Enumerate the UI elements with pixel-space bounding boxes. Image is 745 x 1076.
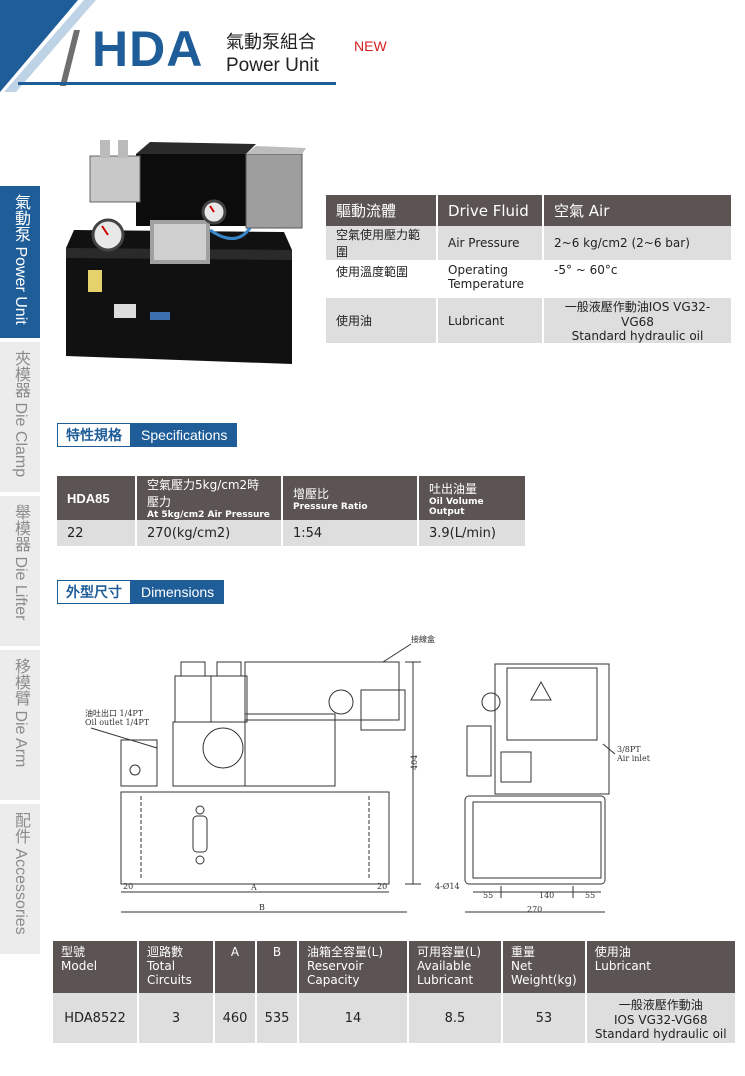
left-margin-dim: 20 <box>123 882 133 891</box>
product-photo <box>66 140 306 364</box>
model-cell: HDA8522 <box>53 993 139 1043</box>
side-dim-140: 140 <box>539 891 554 900</box>
model-cell: 535 <box>256 993 299 1043</box>
drive-fluid-table: 驅動流體 Drive Fluid 空氣 Air 空氣使用壓力範圍 Air Pre… <box>326 195 733 343</box>
spec-header-model: HDA85 <box>57 476 137 520</box>
dimension-drawing: 接線盒 油吐出口 1/4PT Oil outlet 1/4PT 404 20 A… <box>85 634 651 914</box>
fluid-row-value: -5° ~ 60°c <box>543 260 733 298</box>
air-inlet-label: Air inlet <box>616 754 651 763</box>
fluid-row-value: 2~6 kg/cm2 (2~6 bar) <box>543 226 733 260</box>
header-underline <box>18 82 336 85</box>
model-cell: 3 <box>138 993 215 1043</box>
dimensions-heading: 外型尺寸 Dimensions <box>57 580 225 604</box>
side-tab-die-lifter[interactable]: 舉模器 Die Lifter <box>0 496 40 646</box>
side-tab-die-clamp[interactable]: 夾模器 Die Clamp <box>0 342 40 492</box>
model-cell: 8.5 <box>408 993 503 1043</box>
fluid-header-value: 空氣 Air <box>543 195 733 226</box>
side-dim-270: 270 <box>527 905 542 914</box>
side-dim-55: 55 <box>585 891 595 900</box>
spec-value: 22 <box>57 520 137 546</box>
side-tab-accessories[interactable]: 配件 Accessories <box>0 804 40 954</box>
spec-value: 1:54 <box>282 520 419 546</box>
fluid-row-zh: 使用油 <box>326 298 438 343</box>
title-en: Power Unit <box>226 55 319 76</box>
oil-outlet-label-zh: 油吐出口 1/4PT <box>85 708 144 718</box>
fluid-row-en: Lubricant <box>437 298 544 343</box>
right-margin-dim: 20 <box>377 882 387 891</box>
fluid-row-zh: 使用溫度範圍 <box>326 260 438 298</box>
side-tab-power-unit[interactable]: 氣動泵 Power Unit <box>0 186 40 338</box>
height-dim: 404 <box>410 755 419 770</box>
side-dim-55: 55 <box>483 891 493 900</box>
model-header: B <box>256 941 299 993</box>
spec-value: 3.9(L/min) <box>418 520 527 546</box>
fluid-row-en: Air Pressure <box>437 226 544 260</box>
fluid-row-zh: 空氣使用壓力範圍 <box>326 226 438 260</box>
product-code: HDA <box>92 21 204 77</box>
new-badge: NEW <box>354 38 387 54</box>
fluid-header-zh: 驅動流體 <box>326 195 438 226</box>
air-inlet-size: 3/8PT <box>617 745 641 754</box>
header-stripe <box>60 30 80 86</box>
dim-a: A <box>250 883 257 892</box>
fluid-header-en: Drive Fluid <box>437 195 544 226</box>
side-tab-die-arm[interactable]: 移模臂 Die Arm <box>0 650 40 800</box>
specifications-heading: 特性規格 Specifications <box>57 423 238 447</box>
header-corner-graphic <box>0 0 96 92</box>
model-cell: 53 <box>502 993 587 1043</box>
dim-b: B <box>259 903 265 912</box>
holes-dim: 4-Ø14 <box>435 882 460 891</box>
model-cell: 14 <box>298 993 409 1043</box>
spec-value: 270(kg/cm2) <box>136 520 283 546</box>
model-cell: 460 <box>214 993 257 1043</box>
oil-outlet-label-en: Oil outlet 1/4PT <box>85 718 150 727</box>
junction-box-label: 接線盒 <box>411 634 435 644</box>
model-header: A <box>214 941 257 993</box>
title-zh: 氣動泵組合 <box>226 32 316 53</box>
